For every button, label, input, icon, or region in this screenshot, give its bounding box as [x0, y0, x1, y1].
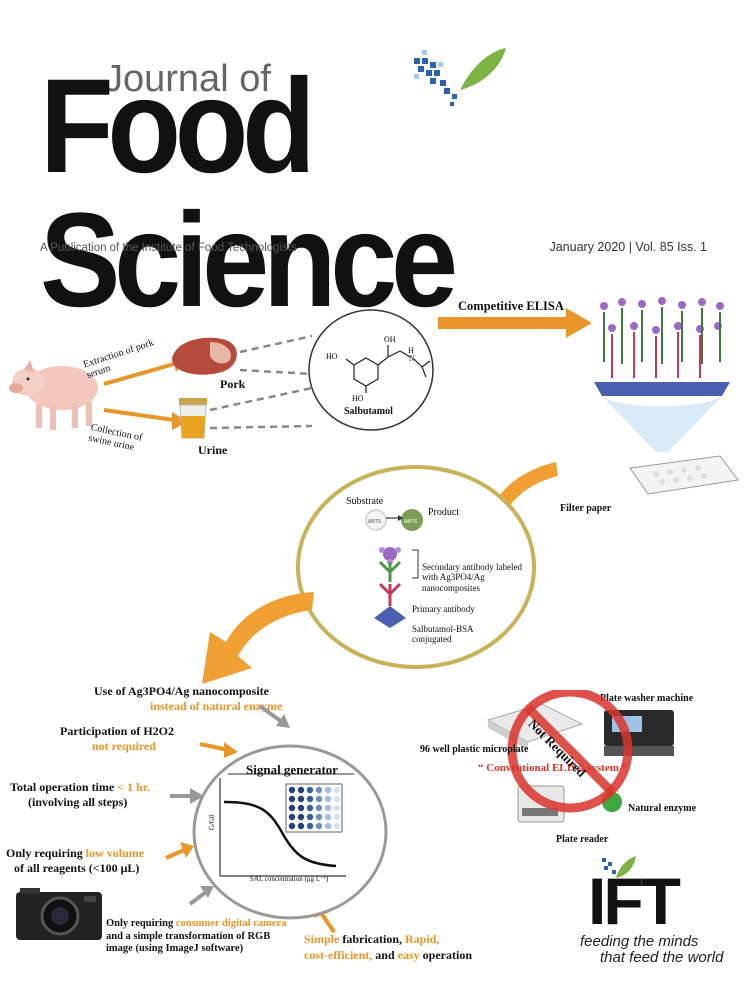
svg-text:HO: HO [326, 352, 338, 361]
conventional-elisa-equipment [486, 690, 674, 823]
well-dot [288, 804, 296, 812]
salbutamol-molecule: OH HO HO H N [308, 309, 434, 431]
antibody-circle: ABTS ABTS [296, 465, 536, 669]
well-dot [297, 786, 305, 794]
curved-arrow-icon [202, 592, 314, 684]
ift-leaf-icon [602, 856, 636, 878]
microplate-label: 96 well plastic microplate [420, 744, 529, 755]
competitive-elisa-label: Competitive ELISA [458, 299, 564, 313]
feature-2: Participation of H2O2 not required [60, 724, 174, 753]
well-dot [306, 795, 314, 803]
svg-text:N: N [409, 354, 415, 363]
well-dot [306, 804, 314, 812]
feature-arrows [165, 704, 336, 934]
signal-generator-label: Signal generator [246, 762, 339, 777]
sal-bsa-label: Salbutamol-BSA conjugated [412, 624, 474, 645]
substrate-label: Substrate [346, 496, 384, 507]
well-dot [324, 822, 332, 830]
plate-washer-label: Plate washer machine [600, 693, 694, 704]
journal-title: Food Science [40, 52, 458, 335]
well-dot [315, 804, 323, 812]
ift-logo: IFT [588, 864, 681, 938]
filter-paper-array [594, 297, 739, 495]
feature-5: Only requiring consumer digital camera a… [106, 918, 287, 955]
filter-paper-label: Filter paper [560, 503, 612, 514]
well-dot [315, 786, 323, 794]
journal-of-text: Journal of [104, 58, 271, 100]
well-dot [315, 795, 323, 803]
well-dot [333, 795, 341, 803]
well-dot [315, 813, 323, 821]
well-dot [324, 804, 332, 812]
leaf-logo-icon [414, 48, 506, 106]
x-axis-label: SAL concentration (μg L⁻¹) [250, 875, 329, 883]
signal-generator-circle [192, 744, 388, 920]
primary-antibody-label: Primary antibody [412, 604, 475, 614]
svg-text:HO: HO [352, 394, 364, 403]
pig-image [9, 360, 98, 430]
well-dot [288, 813, 296, 821]
well-dot [288, 786, 296, 794]
y-axis-label: G/G0 [208, 814, 216, 830]
well-dot [297, 822, 305, 830]
well-dot [315, 822, 323, 830]
salbutamol-label: Salbutamol [344, 406, 393, 417]
well-dot [324, 795, 332, 803]
camera-image [16, 888, 102, 940]
svg-text:ABTS: ABTS [404, 519, 418, 525]
well-dot [306, 822, 314, 830]
well-dot [288, 822, 296, 830]
pork-image [172, 337, 237, 375]
right-arrow-icon [438, 308, 592, 338]
plate-reader-label: Plate reader [556, 834, 609, 845]
feature-6: Simple fabrication, Rapid, cost-efficien… [304, 932, 472, 962]
well-dot [333, 813, 341, 821]
svg-text:OH: OH [384, 335, 396, 344]
svg-text:H: H [408, 346, 414, 355]
issue-line: January 2020 | Vol. 85 Iss. 1 [549, 240, 707, 254]
svg-text:ABTS: ABTS [368, 519, 382, 525]
well-dot [333, 804, 341, 812]
urine-cup-image [179, 398, 207, 439]
secondary-antibody-label: Secondary antibody labeled with Ag3PO4/A… [422, 562, 522, 593]
well-dot [297, 795, 305, 803]
well-dot [333, 786, 341, 794]
well-dot [324, 786, 332, 794]
well-dot [306, 786, 314, 794]
well-dot [324, 813, 332, 821]
conventional-system-label: “ Conventional ELISA system ” [478, 762, 628, 774]
publisher-line: A Publication of the Institute of Food T… [40, 242, 297, 254]
ift-tagline: feeding the minds that feed the world [580, 933, 724, 966]
well-dot [333, 822, 341, 830]
dashed-connector [209, 334, 313, 430]
urine-label: Urine [198, 443, 228, 457]
well-dot [288, 795, 296, 803]
well-dot [297, 813, 305, 821]
feature-3: Total operation time < 1 hr. (involving … [10, 780, 150, 809]
well-dot [297, 804, 305, 812]
pork-label: Pork [220, 377, 246, 391]
feature-1: Use of Ag3PO4/Ag nanocomposite instead o… [94, 684, 283, 713]
feature-4: Only requiring low volume of all reagent… [6, 846, 145, 875]
product-label: Product [428, 507, 460, 518]
well-dot [306, 813, 314, 821]
natural-enzyme-label: Natural enzyme [628, 803, 697, 814]
